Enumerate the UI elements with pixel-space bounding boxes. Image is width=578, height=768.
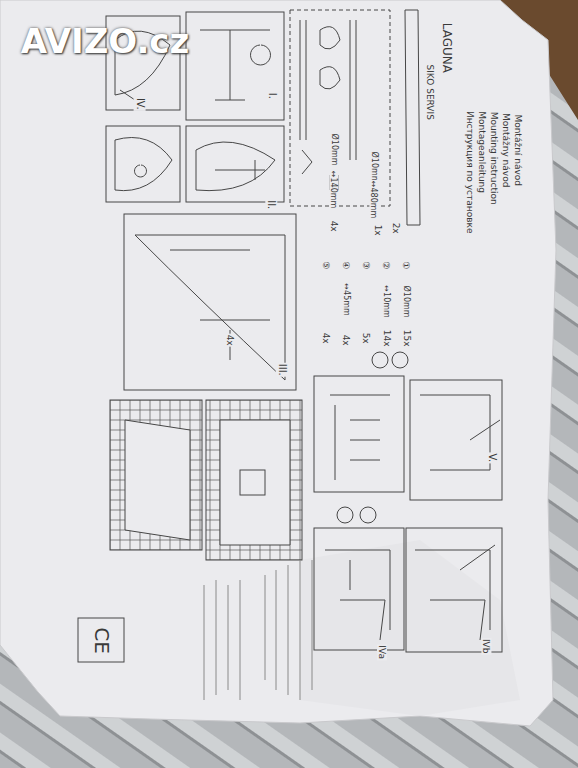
label: 1x — [373, 223, 383, 236]
label: ↔10mm — [381, 285, 390, 319]
step-number: II. — [266, 199, 278, 210]
label: CE — [89, 626, 112, 655]
fine-print — [265, 575, 266, 680]
step-number: I. — [266, 92, 278, 100]
label: 2x — [391, 221, 401, 234]
label: ④ — [341, 260, 351, 270]
fine-print — [240, 580, 241, 700]
label: Инструкция по установке — [465, 110, 475, 234]
watermark: AVIZO.cz — [20, 22, 191, 61]
fine-print — [276, 570, 277, 690]
label: ③ — [361, 260, 371, 270]
label: 4x — [341, 333, 351, 346]
label: ↔480mm — [369, 180, 378, 220]
fine-print — [288, 565, 289, 695]
label: ↔45mm — [341, 283, 350, 317]
label: 14x — [381, 329, 391, 348]
label: 15x — [401, 329, 411, 348]
label: 4x — [321, 331, 331, 344]
label: ① — [401, 260, 411, 270]
label: ↔140mm — [329, 170, 338, 210]
label: Ø10mm — [329, 133, 338, 167]
label: ② — [381, 260, 391, 270]
step-number: III. — [276, 363, 288, 377]
step-number: IV. — [134, 97, 146, 111]
step-number: V. — [486, 453, 498, 464]
label: 4x — [329, 219, 339, 232]
label: Montážny návod — [501, 112, 511, 188]
fine-print — [204, 585, 205, 700]
label: SIKO SERVIS — [425, 63, 435, 120]
fine-print — [312, 560, 313, 690]
label: ⑤ — [321, 260, 331, 270]
label: 5x — [361, 331, 371, 344]
label: Mounting instruction — [489, 110, 499, 205]
fine-print — [216, 580, 217, 695]
label: Ø10mm — [401, 285, 410, 319]
fine-print — [300, 560, 301, 700]
label: Montážní návod — [513, 113, 523, 187]
fine-print — [228, 585, 229, 690]
label: 4x — [225, 333, 235, 346]
label: Montageanleitung — [477, 110, 487, 194]
step-number: IVb — [481, 638, 491, 655]
step-number: IVa — [377, 644, 387, 660]
label: LAGUNA — [439, 22, 453, 74]
